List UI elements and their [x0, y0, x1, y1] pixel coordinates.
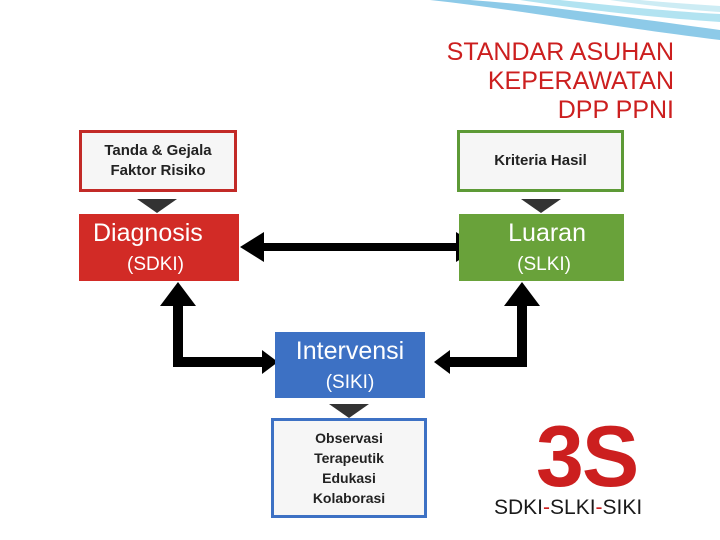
tanda-line-1: Tanda & Gejala — [104, 142, 212, 159]
siki-text: SIKI — [602, 496, 643, 519]
tanda-line-2: Faktor Risiko — [110, 162, 206, 179]
tindakan-item: Observasi — [315, 430, 383, 446]
tindakan-box: Observasi Terapeutik Edukasi Kolaborasi — [271, 418, 427, 518]
intervensi-sub-label: (SIKI) — [325, 371, 375, 393]
tindakan-item: Edukasi — [322, 470, 376, 486]
sdki-text: SDKI — [494, 496, 544, 519]
title-line-1: STANDAR ASUHAN — [446, 38, 674, 66]
diagnosis-sub-label: (SDKI) — [127, 254, 184, 275]
title-line-2: KEPERAWATAN — [487, 67, 674, 95]
arrow-intervensi-to-luaran — [434, 282, 540, 374]
tindakan-item: Terapeutik — [314, 450, 384, 466]
arrow-intervensi-to-diagnosis — [160, 282, 278, 374]
arrow-intervensi-to-tindakan — [329, 404, 369, 418]
diagnosis-box: Diagnosis (SDKI) — [79, 214, 239, 281]
intervensi-label: Intervensi — [295, 336, 405, 365]
abbreviation-line: SDKI-SLKI-SIKI — [494, 496, 642, 520]
kriteria-label: Kriteria Hasil — [494, 152, 587, 169]
luaran-sub-label: (SLKI) — [517, 254, 571, 275]
arrow-diagnosis-luaran — [240, 232, 480, 262]
arrow-kriteria-to-luaran — [521, 199, 561, 213]
title-line-3: DPP PPNI — [557, 96, 674, 124]
separator: - — [595, 496, 603, 519]
tanda-gejala-box: Tanda & Gejala Faktor Risiko — [79, 130, 237, 192]
separator: - — [543, 496, 551, 519]
luaran-label: Luaran — [508, 219, 586, 247]
arrow-tanda-to-diagnosis — [137, 199, 177, 213]
tindakan-item: Kolaborasi — [312, 490, 386, 506]
intervensi-box: Intervensi (SIKI) — [275, 332, 425, 398]
diagnosis-label: Diagnosis — [93, 219, 203, 247]
page-title: STANDAR ASUHAN KEPERAWATAN DPP PPNI — [314, 38, 674, 125]
three-s-heading: 3S — [536, 409, 639, 505]
kriteria-hasil-box: Kriteria Hasil — [457, 130, 624, 192]
slki-text: SLKI — [550, 496, 596, 519]
luaran-box: Luaran (SLKI) — [459, 214, 624, 281]
